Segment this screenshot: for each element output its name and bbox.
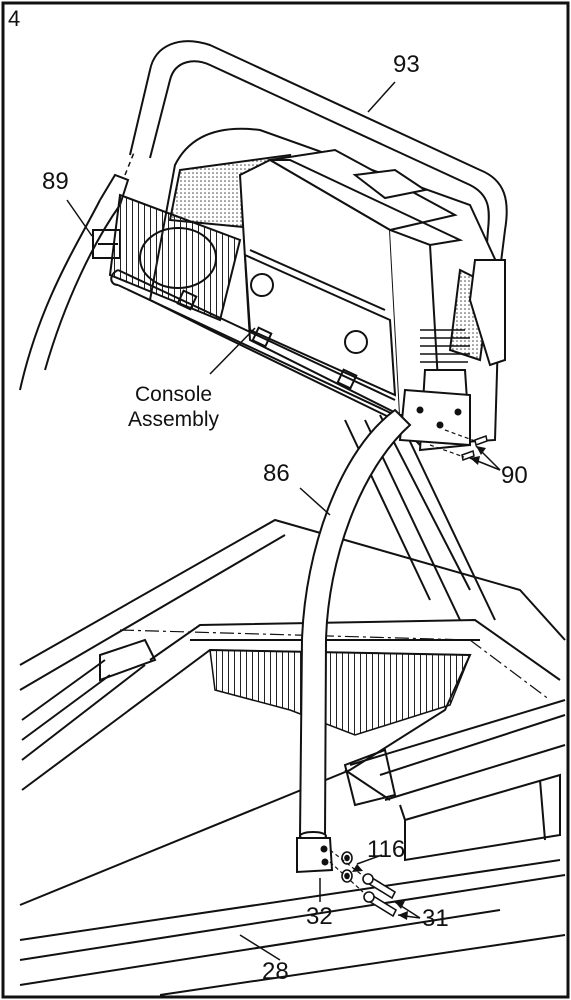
label-part-116: 116 <box>367 838 405 862</box>
label-part-89: 89 <box>42 170 69 194</box>
label-part-28: 28 <box>262 960 289 984</box>
console-assembly-label: Console Assembly <box>128 382 219 432</box>
console-label-line1: Console <box>128 382 219 407</box>
label-part-90: 90 <box>501 464 528 488</box>
label-part-86: 86 <box>263 462 290 486</box>
label-part-32: 32 <box>306 905 333 929</box>
belt-slats <box>210 650 470 735</box>
base-bracket-32 <box>297 838 332 872</box>
treadmill-deck <box>20 520 565 995</box>
label-part-93: 93 <box>393 53 420 77</box>
step-number: 4 <box>8 8 20 30</box>
label-part-31: 31 <box>422 907 449 931</box>
console-label-line2: Assembly <box>128 407 219 432</box>
